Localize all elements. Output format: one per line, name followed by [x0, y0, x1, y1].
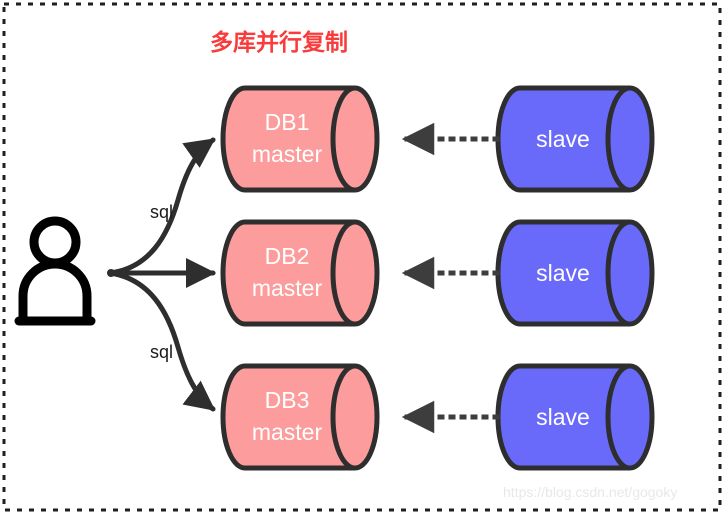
page-title: 多库并行复制: [210, 29, 348, 56]
node-db1-master[interactable]: DB1 master: [220, 85, 380, 193]
node-slave1-label: slave: [536, 126, 590, 152]
node-slave1[interactable]: slave: [495, 85, 655, 193]
node-db3-master[interactable]: DB3 master: [220, 363, 380, 471]
node-db2-master[interactable]: DB2 master: [220, 219, 380, 327]
person-icon: [14, 216, 96, 326]
edge-actor-to-db1: [107, 137, 216, 276]
edge-label-sql-bottom: sql: [150, 342, 173, 362]
watermark: https://blog.csdn.net/gogoky: [503, 484, 677, 500]
node-slave3-label: slave: [536, 404, 590, 430]
edge-actor-to-db3: [107, 270, 216, 412]
edge-junction: [107, 269, 115, 277]
node-db1-title: DB1: [265, 109, 310, 135]
node-db2-title: DB2: [265, 243, 310, 269]
edge-label-sql-top: sql: [150, 202, 173, 222]
node-slave2-label: slave: [536, 260, 590, 286]
node-db3-title: DB3: [265, 387, 310, 413]
node-db1-subtitle: master: [252, 141, 323, 167]
node-slave2[interactable]: slave: [495, 219, 655, 327]
node-slave3[interactable]: slave: [495, 363, 655, 471]
node-db2-subtitle: master: [252, 275, 323, 301]
node-db3-subtitle: master: [252, 419, 323, 445]
